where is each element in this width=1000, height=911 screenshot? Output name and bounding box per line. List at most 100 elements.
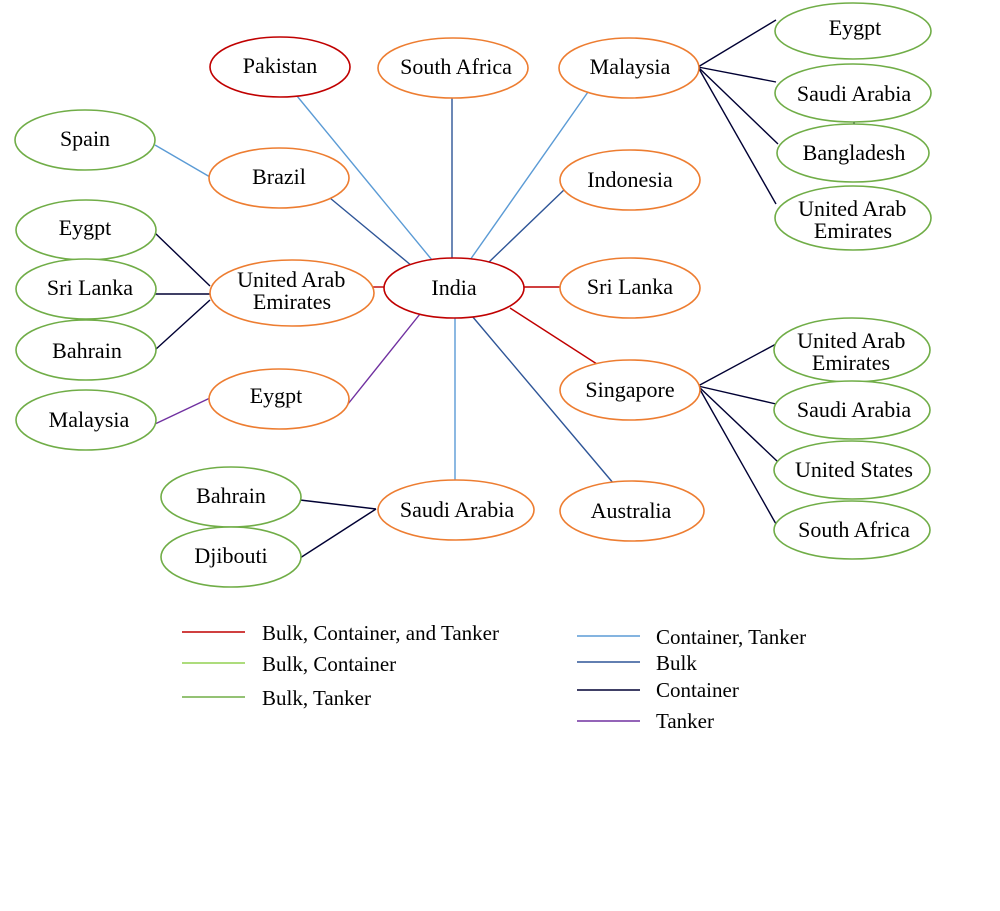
node-brazil-shape [208,147,350,209]
node-uae-left-shape [209,259,375,327]
edge-india-singapore [509,307,601,367]
edge-singapore-south-africa [697,385,777,525]
node-bahrain-left-label: Bahrain [52,338,122,363]
legend-item-tanker: Tanker [577,709,714,733]
node-spain-label: Spain [60,126,110,151]
node-uae-right2: United Arab Emirates [773,317,931,383]
edge-india-malaysia [469,91,589,261]
legend-item-container: Container [577,678,739,702]
node-sri-lanka-left: Sri Lanka [15,258,157,320]
node-uae-right1-label: United Arab Emirates [798,196,912,243]
node-singapore-shape [559,359,701,421]
edge-eygpt-malaysia [154,397,211,425]
legend-label-container: Container [656,678,739,702]
legend-label-bulk: Bulk [656,651,697,675]
node-malaysia: Malaysia [558,37,700,99]
node-eygpt-left: Eygpt [15,199,157,261]
node-uae-right2-label: United Arab Emirates [797,328,911,375]
edge-malaysia-saudi [697,66,777,83]
node-south-africa-label: South Africa [400,54,512,79]
node-brazil: Brazil [208,147,350,209]
node-singapore: Singapore [559,359,701,421]
node-uae-right2-line1: United Arab [797,328,905,353]
node-india-label: India [431,275,476,300]
edge-uae-eygpt [154,232,211,287]
node-eygpt-right: Eygpt [774,2,932,60]
edge-singapore-saudi [697,385,777,405]
edge-singapore-united-states [697,385,779,463]
node-malaysia-label: Malaysia [590,54,671,79]
node-indonesia-shape [559,149,701,211]
node-bangladesh-shape [776,123,930,183]
node-uae-right2-line2: Emirates [812,350,890,375]
node-pakistan-label: Pakistan [243,53,318,78]
node-uae-right1-line1: United Arab [798,196,906,221]
node-eygpt-mid-shape [208,368,350,430]
node-bahrain-bottom-label: Bahrain [196,483,266,508]
node-saudi-arabia-right1: Saudi Arabia [774,63,932,123]
node-sri-lanka-left-shape [15,258,157,320]
node-united-states-label: United States [795,457,913,482]
legend-item-bulk-container: Bulk, Container [182,652,396,676]
node-djibouti-shape [160,526,302,588]
edge-india-australia [471,315,615,485]
node-saudi-arabia-right2-label: Saudi Arabia [797,397,911,422]
node-eygpt-mid: Eygpt [208,368,350,430]
node-united-states-shape [773,440,931,500]
node-bangladesh: Bangladesh [776,123,930,183]
node-eygpt-left-label: Eygpt [59,215,112,240]
legend-item-container-tanker: Container, Tanker [577,625,806,649]
node-brazil-label: Brazil [252,164,306,189]
node-uae-right1: United Arab Emirates [774,185,932,251]
node-uae-right1-line2: Emirates [814,218,892,243]
legend-label-bulk-container-tanker: Bulk, Container, and Tanker [262,621,499,645]
node-saudi-arabia-shape [377,479,535,541]
node-sri-lanka-left-label: Sri Lanka [47,275,133,300]
edge-india-eygpt [347,313,421,405]
node-bahrain-left: Bahrain [15,319,157,381]
node-south-africa-shape [377,37,529,99]
node-south-africa-right: South Africa [773,500,931,560]
node-australia-label: Australia [591,498,672,523]
node-malaysia-left: Malaysia [15,389,157,451]
edge-saudi-djibouti [299,508,377,559]
node-bangladesh-label: Bangladesh [803,140,906,165]
node-djibouti: Djibouti [160,526,302,588]
legend-item-bulk-tanker: Bulk, Tanker [182,686,371,710]
edge-india-brazil [329,197,413,267]
nodes: India Pakistan South Africa Malaysia Ind… [14,2,932,588]
node-indonesia-label: Indonesia [587,167,673,192]
node-saudi-arabia-right1-label: Saudi Arabia [797,81,911,106]
node-sri-lanka: Sri Lanka [559,257,701,319]
node-indonesia: Indonesia [559,149,701,211]
node-saudi-arabia-right2-shape [773,380,931,440]
edge-singapore-uae [697,343,777,387]
node-bahrain-left-shape [15,319,157,381]
node-malaysia-left-label: Malaysia [49,407,130,432]
legend-label-tanker: Tanker [656,709,714,733]
legend-label-bulk-container: Bulk, Container [262,652,396,676]
node-sri-lanka-label: Sri Lanka [587,274,673,299]
legend-label-container-tanker: Container, Tanker [656,625,806,649]
legend-item-bulk: Bulk [577,651,697,675]
node-uae-right1-shape [774,185,932,251]
node-eygpt-mid-label: Eygpt [250,383,303,408]
node-bahrain-bottom: Bahrain [160,466,302,528]
legend-item-bulk-container-tanker: Bulk, Container, and Tanker [182,621,499,645]
node-india-shape [383,257,525,319]
node-united-states: United States [773,440,931,500]
node-pakistan-shape [209,36,351,98]
node-pakistan: Pakistan [209,36,351,98]
node-india: India [383,257,525,319]
node-uae-left-label: United Arab Emirates [237,267,351,314]
node-saudi-arabia: Saudi Arabia [377,479,535,541]
legend: Bulk, Container, and Tanker Bulk, Contai… [182,621,806,733]
node-sri-lanka-shape [559,257,701,319]
edge-uae-bahrain [154,299,211,351]
edge-saudi-bahrain [299,499,377,510]
edge-india-indonesia [487,187,567,264]
edge-india-pakistan [296,95,433,261]
node-singapore-label: Singapore [585,377,674,402]
